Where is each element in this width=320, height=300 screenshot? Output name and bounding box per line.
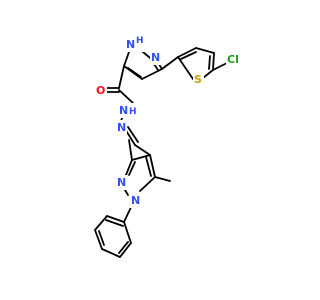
bond [139,176,156,192]
bond [106,215,125,223]
bond [98,230,105,246]
label-bg [130,193,141,208]
atom-pyrazole2-n1: N [131,194,140,207]
molecule-structure-diagram: N H N S Cl O N H N N N [94,36,245,258]
bond [154,176,171,182]
bond [180,51,197,60]
bond [105,219,124,227]
bonds [94,42,228,258]
label-bg [118,103,140,118]
bond [118,65,125,89]
bond [141,68,163,80]
atom-thiophene-s: S [194,73,202,86]
atom-ring-n: N [151,51,160,64]
atom-nh-ring-n: N [126,38,135,51]
bond [101,248,121,258]
atom-chlorine: Cl [227,53,239,66]
label-bg [193,72,204,87]
bond [128,139,133,161]
bond [118,241,129,254]
bond [208,55,211,70]
bond [125,159,133,176]
label-bg [116,175,127,190]
bond [161,56,179,70]
atom-carbonyl-o: O [96,84,105,97]
atom-nh-hydrogen: H [136,36,144,46]
bond [94,229,103,250]
bond [134,144,151,156]
atom-amide-n: N [119,104,128,117]
atom-pyrazole2-n2: N [117,176,126,189]
label-bg [95,83,107,98]
bond [145,156,152,177]
bond [202,69,214,79]
bond [212,52,215,71]
atom-amide-hydrogen: H [129,107,137,117]
bond [128,161,136,176]
bond [123,221,132,244]
bond [94,215,108,231]
label-bg [226,52,245,67]
bond [131,154,151,161]
bond [119,242,132,258]
bond [127,126,139,143]
label-bg [150,50,161,65]
bond [177,47,197,58]
bond [195,47,215,54]
bond [149,154,156,178]
atom-imine-n: N [117,121,126,134]
bond [118,89,134,104]
bond [212,62,228,71]
label-bg [124,36,146,52]
bond [177,56,194,80]
atom-labels: N H N S Cl O N H N N N [95,36,245,208]
label-bg [116,120,127,135]
bond [127,67,142,78]
